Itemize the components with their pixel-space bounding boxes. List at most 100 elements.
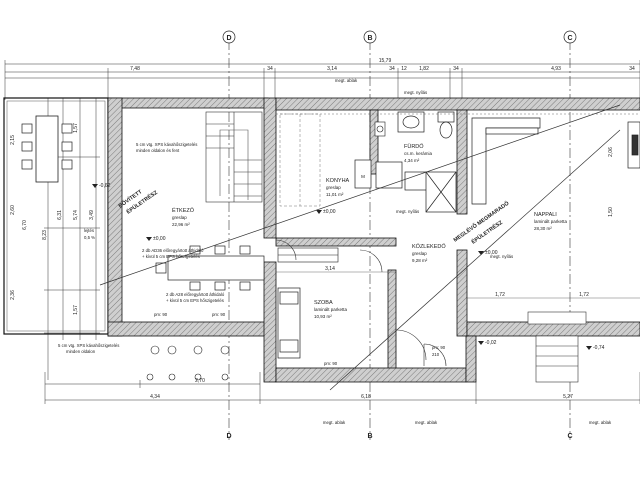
note-xps-b: 5 cm vtg. XPS kávahőszigetelés <box>58 343 119 348</box>
room-area-nappali: 28,30 m² <box>534 226 552 231</box>
room-name-konyha: KONYHA <box>326 178 350 184</box>
construction-notes: 5 cm vtg. XPS kávahőszigetelés minden ol… <box>58 90 513 366</box>
dim-left-b: 2,60 <box>10 205 16 215</box>
dim-206: 2,06 <box>608 147 614 157</box>
kitchen-m-label: M <box>361 174 365 179</box>
boundary-diagonal <box>99 104 621 286</box>
dim-left-outer: 8,23 <box>42 230 48 240</box>
level-terrace: -0,62 <box>99 183 111 189</box>
dim-left-g: 3,49 <box>89 210 95 220</box>
note-slope: lejtés <box>84 228 94 233</box>
room-name-nappali: NAPPALI <box>534 212 557 218</box>
boundary-diagonal-2 <box>329 129 621 391</box>
axis-label-c-top: C <box>567 35 572 42</box>
dim-small-d: 34 <box>453 66 459 72</box>
doors <box>275 239 447 367</box>
room-floor-etkezo: greslap <box>172 215 187 220</box>
room-kozlekedo: KÖZLEKEDŐ greslap 9,28 m² <box>412 243 446 263</box>
room-name-kozlekedo: KÖZLEKEDŐ <box>412 243 446 250</box>
level-entrance: -0,02 <box>485 340 497 346</box>
note-ad36-2: + kívül 5 cm EPS hőszigetelés <box>142 254 200 259</box>
dim-small-c: 12 <box>401 66 407 72</box>
level-nappali: ±0,00 <box>485 250 498 256</box>
room-floor-nappali: laminált parketta <box>534 219 568 224</box>
opening-label-top: megt. ablak <box>335 78 358 83</box>
note-xps: 5 cm vtg. XPS kávahőszigetelés <box>136 142 197 147</box>
dim-seg-3: 1,82 <box>419 66 429 72</box>
window-pm-4: pm: 90 <box>432 345 446 350</box>
note-xps-b2: minden oldalon <box>66 349 96 354</box>
axis-label-b-bottom: B <box>367 433 372 440</box>
internal-dimensions <box>276 113 640 299</box>
room-nappali: NAPPALI laminált parketta 28,30 m² <box>534 212 568 231</box>
room-name-etkezo: ÉTKEZŐ <box>172 207 195 214</box>
level-etkezo: ±0,00 <box>153 236 166 242</box>
dim-172b: 1,72 <box>579 292 589 298</box>
dim-overall: 15,79 <box>379 58 392 64</box>
dim-bottom-1: 4,34 <box>150 394 160 400</box>
dim-left-f: 5,74 <box>73 210 79 220</box>
opening-bottom-2: megt. ablak <box>415 420 438 425</box>
dim-seg-4: 4,93 <box>551 66 561 72</box>
small-sink-icon <box>374 121 386 137</box>
staircase <box>205 111 263 203</box>
dim-left-c: 2,36 <box>10 290 16 300</box>
terrace-table <box>35 115 59 183</box>
room-furdo: FÜRDŐ cs.m. kerámia 4,34 m² <box>404 143 433 163</box>
entrance-steps <box>527 311 587 383</box>
opening-bottom-3: megt. ablak <box>589 420 612 425</box>
dim-bottom-3: 6,18 <box>361 394 371 400</box>
room-name-furdo: FÜRDŐ <box>404 143 424 150</box>
room-etkezo: ÉTKEZŐ greslap 22,96 m² <box>172 207 195 227</box>
dim-seg-1: 7,48 <box>130 66 140 72</box>
axis-label-d-bottom: D <box>226 433 231 440</box>
bed <box>277 287 301 359</box>
staircase-dashed <box>279 113 321 207</box>
megt-nyilas-1: megt. nyílás <box>396 209 419 214</box>
dim-left-a: 2,15 <box>10 135 16 145</box>
room-szoba: SZOBA laminált parketta 10,93 m² <box>314 300 348 319</box>
level-markers: ±0,00 ±0,00 ±0,00 -0,02 -0,74 -0,62 <box>92 183 605 351</box>
dim-bottom-4: 5,27 <box>563 394 573 400</box>
opening-bottom-1: megt. ablak <box>323 420 346 425</box>
bathroom-fixtures <box>397 111 457 213</box>
dim-left-e: 1,57 <box>73 123 79 133</box>
dim-172: 1,72 <box>495 292 505 298</box>
window-symbols <box>146 345 230 381</box>
dim-small-e: 34 <box>629 66 635 72</box>
room-area-kozlekedo: 9,28 m² <box>412 258 428 263</box>
window-pm-3: pm: 90 <box>324 361 338 366</box>
room-floor-furdo: cs.m. kerámia <box>404 151 433 156</box>
megt-nyilas-2: megt. nyílás <box>490 254 513 259</box>
room-name-szoba: SZOBA <box>314 300 333 306</box>
axis-label-d-top: D <box>226 35 231 42</box>
tv-cabinet <box>627 121 640 169</box>
window-pm-2: pm: 90 <box>212 312 226 317</box>
dim-bottom-2: 2,70 <box>195 378 205 384</box>
walls-existing <box>275 97 640 383</box>
wardrobe <box>277 247 339 263</box>
megt-nyilas-3: megt. nyílás <box>404 90 427 95</box>
room-floor-szoba: laminált parketta <box>314 307 348 312</box>
dim-150: 1,50 <box>608 207 614 217</box>
dining-table <box>155 245 265 291</box>
window-pm-1: pm: 90 <box>154 312 168 317</box>
room-area-furdo: 4,34 m² <box>404 158 420 163</box>
dim-seg-2: 3,14 <box>327 66 337 72</box>
level-outside: -0,74 <box>593 345 605 351</box>
room-floor-kozlekedo: greslap <box>412 251 427 256</box>
dim-left-i: 6,31 <box>57 210 63 220</box>
level-konyha: ±0,00 <box>323 209 336 215</box>
room-area-konyha: 11,01 m² <box>326 192 344 197</box>
terrace-chairs <box>21 123 73 170</box>
axis-label-b-top: B <box>367 35 372 42</box>
axis-label-c-bottom: C <box>567 433 572 440</box>
top-dimension-chain <box>4 60 640 100</box>
room-konyha: KONYHA greslap 11,01 m² <box>326 178 350 197</box>
room-area-etkezo: 22,96 m² <box>172 222 190 227</box>
note-a28-2: + kívül 5 cm EPS hőszigetelés <box>166 298 224 303</box>
window-210: 210 <box>432 352 440 357</box>
dim-left-d: 6,70 <box>22 220 28 230</box>
note-a28: 2 db A28 előregyártott áthidaló <box>166 292 225 297</box>
